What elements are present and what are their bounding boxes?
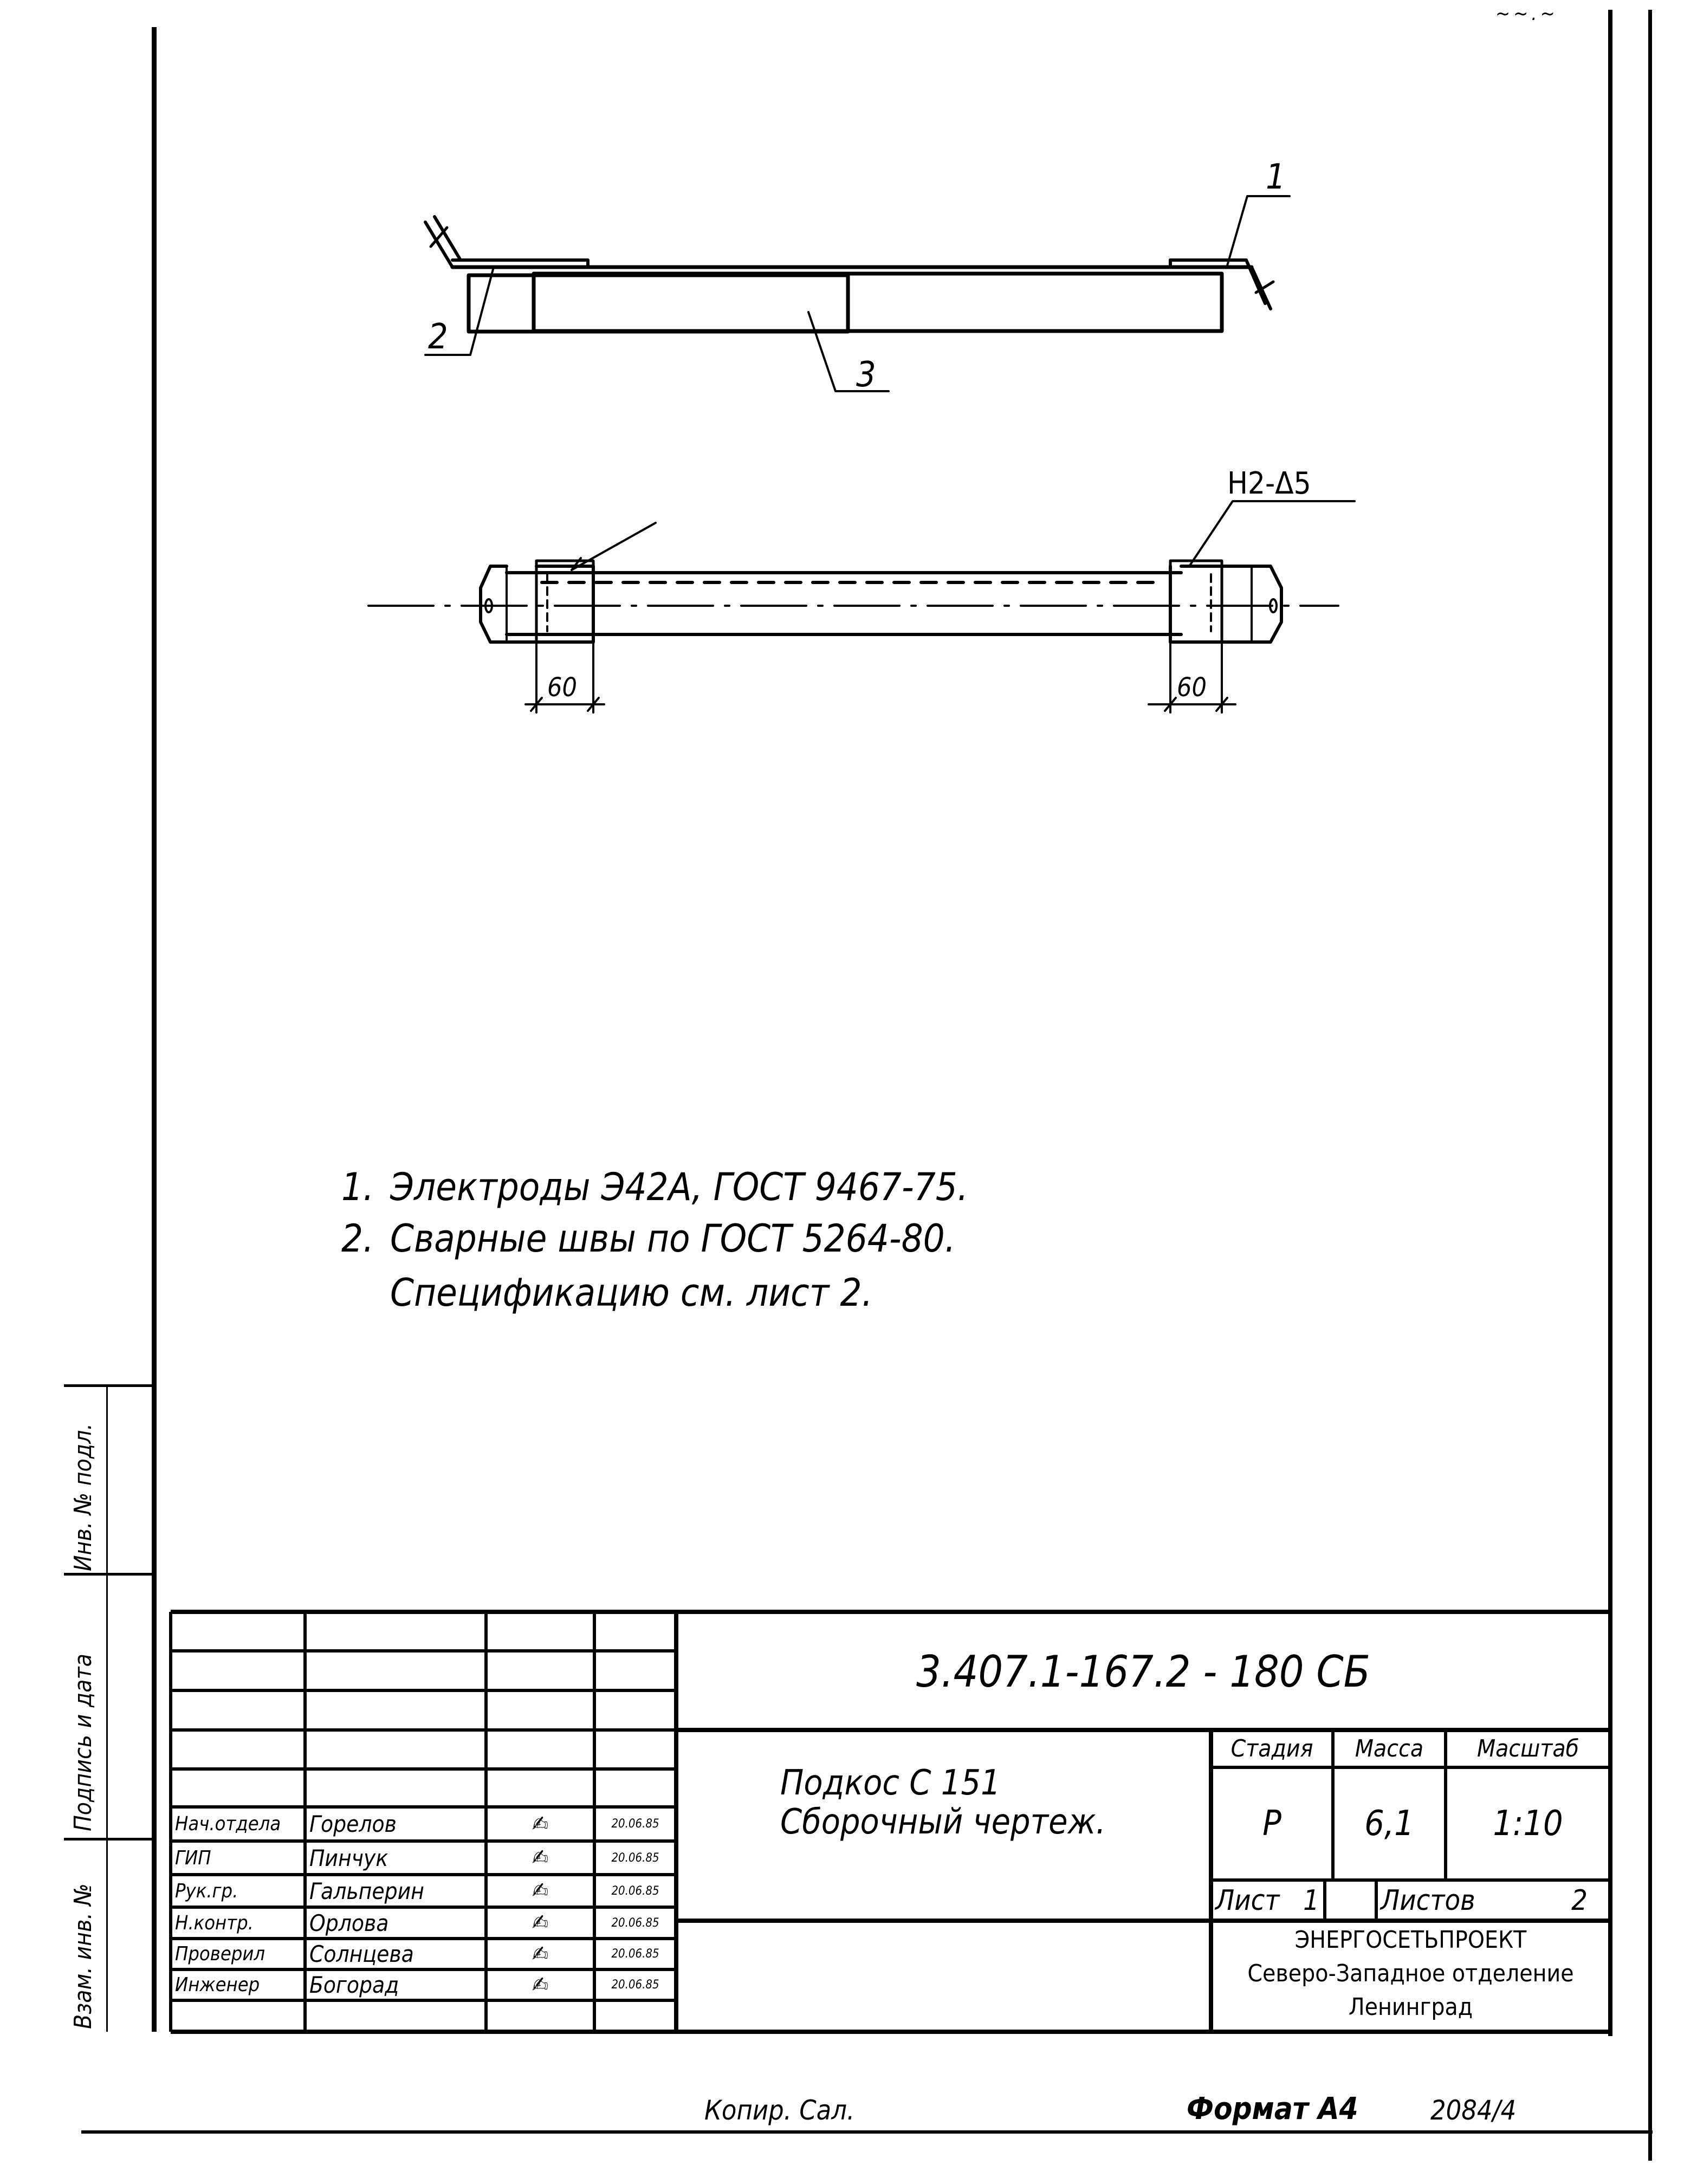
stamp-strip-inner-line bbox=[106, 1384, 108, 2032]
copied-by-label: Копир. Сал. bbox=[704, 2095, 855, 2126]
note-text: Сварные швы по ГОСТ 5264-80. bbox=[390, 1216, 956, 1261]
sheet-bottom-trim-line bbox=[81, 2130, 1653, 2134]
signature-name: Орлова bbox=[309, 1909, 389, 1936]
stamp-strip-divider-1 bbox=[64, 1573, 156, 1576]
signature-role: Нач.отдела bbox=[175, 1813, 281, 1835]
frame-right-border bbox=[1608, 10, 1612, 2036]
drawing-title-line-2: Сборочный чертеж. bbox=[780, 1802, 1106, 1842]
stamp-strip-top bbox=[64, 1384, 156, 1387]
signature-role: Рук.гр. bbox=[175, 1880, 238, 1902]
organization-city: Ленинград bbox=[1348, 1993, 1473, 2021]
signature-date: 20.06.85 bbox=[611, 1947, 659, 1961]
signature-name: Богорад bbox=[309, 1972, 399, 1998]
corner-mark: ~~.~ bbox=[1495, 3, 1558, 25]
organization-block: ЭНЕРГОСЕТЬПРОЕКТ Северо-Западное отделен… bbox=[1211, 1923, 1610, 2024]
signature-mark: ✍ bbox=[532, 1878, 549, 1903]
dimension-lines bbox=[524, 641, 1236, 714]
scale-value: 1:10 bbox=[1493, 1804, 1563, 1844]
callout-label-1: 1 bbox=[1266, 157, 1286, 197]
title-block-grid bbox=[169, 1610, 1610, 2034]
sheet-outer-right-border bbox=[1648, 10, 1652, 2161]
document-number: 3.407.1-167.2 - 180 СБ bbox=[916, 1647, 1371, 1697]
mass-header: Масса bbox=[1355, 1735, 1424, 1762]
drawing-title-line-1: Подкос С 151 bbox=[780, 1763, 1001, 1803]
drawing-title: Подкос С 151 Сборочный чертеж. bbox=[780, 1764, 1106, 1842]
signature-date: 20.06.85 bbox=[611, 1884, 659, 1898]
format-label: Формат А4 bbox=[1187, 2091, 1358, 2127]
signature-name: Пинчук bbox=[309, 1844, 388, 1871]
signature-date: 20.06.85 bbox=[611, 1817, 659, 1831]
organization-name: ЭНЕРГОСЕТЬПРОЕКТ bbox=[1294, 1926, 1527, 1954]
stamp-strip-divider-2 bbox=[64, 1838, 156, 1840]
callout-label-3: 3 bbox=[856, 355, 876, 395]
signature-mark: ✍ bbox=[532, 1845, 549, 1870]
signature-role: Инженер bbox=[175, 1974, 260, 1996]
stage-value: Р bbox=[1262, 1804, 1281, 1844]
signature-date: 20.06.85 bbox=[611, 1851, 659, 1865]
signature-name: Горелов bbox=[309, 1811, 397, 1837]
signature-role: Проверил bbox=[175, 1943, 265, 1965]
sheets-total: 2 bbox=[1571, 1884, 1588, 1917]
weld-leaders bbox=[571, 500, 1356, 571]
side-view-body bbox=[532, 271, 1224, 333]
signature-role: ГИП bbox=[175, 1846, 211, 1869]
callout-leaders bbox=[424, 195, 1291, 392]
signature-mark: ✍ bbox=[532, 1941, 549, 1967]
frame-left-border bbox=[152, 27, 157, 2032]
organization-division: Северо-Западное отделение bbox=[1247, 1960, 1574, 1987]
weld-callout-label: Н2-Δ5 bbox=[1227, 466, 1311, 501]
scale-header: Масштаб bbox=[1476, 1735, 1579, 1762]
note-text: Электроды Э42А, ГОСТ 9467-75. bbox=[390, 1165, 968, 1209]
mass-value: 6,1 bbox=[1364, 1804, 1414, 1844]
note-1: 1. Электроды Э42А, ГОСТ 9467-75. bbox=[341, 1165, 968, 1209]
sheet-label: Лист bbox=[1215, 1884, 1280, 1917]
signature-name: Гальперин bbox=[309, 1877, 424, 1904]
dimension-right-value: 60 bbox=[1177, 672, 1207, 703]
sheets-label: Листов bbox=[1381, 1884, 1475, 1917]
dimension-left-value: 60 bbox=[547, 672, 577, 703]
note-2: 2. Сварные швы по ГОСТ 5264-80. bbox=[341, 1216, 956, 1261]
note-text: Спецификацию см. лист 2. bbox=[390, 1271, 873, 1315]
signature-role: Н.контр. bbox=[175, 1911, 254, 1934]
signature-name: Солнцева bbox=[309, 1941, 414, 1967]
inventory-number: 2084/4 bbox=[1430, 2095, 1517, 2126]
note-number: 1. bbox=[341, 1165, 374, 1209]
stage-header: Стадия bbox=[1230, 1735, 1313, 1762]
note-number: 2. bbox=[341, 1216, 374, 1261]
signature-mark: ✍ bbox=[532, 1811, 549, 1837]
sheet-number: 1 bbox=[1303, 1884, 1319, 1917]
callout-label-2: 2 bbox=[428, 317, 448, 357]
signature-date: 20.06.85 bbox=[611, 1978, 659, 1992]
signature-date: 20.06.85 bbox=[611, 1916, 659, 1930]
plan-view bbox=[367, 559, 1339, 644]
signature-mark: ✍ bbox=[532, 1910, 549, 1935]
signature-mark: ✍ bbox=[532, 1972, 549, 1998]
note-3: Спецификацию см. лист 2. bbox=[390, 1271, 873, 1315]
